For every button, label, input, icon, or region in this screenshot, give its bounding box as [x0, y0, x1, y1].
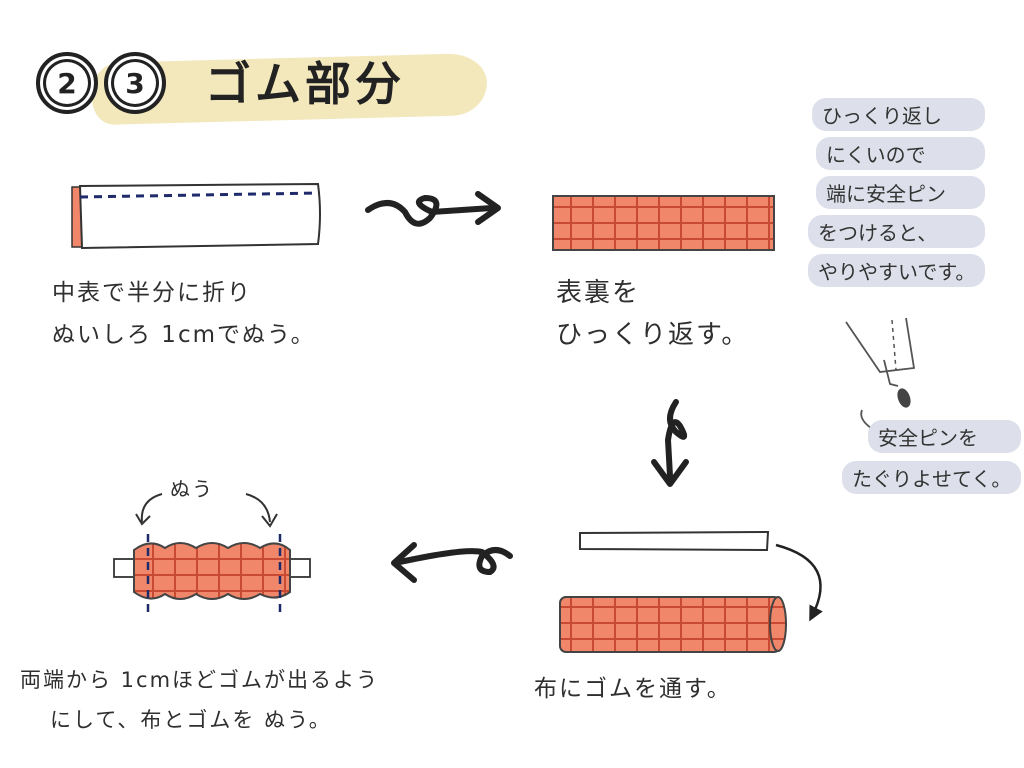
- pin-note: 安全ピンを たぐりよせてく。: [842, 420, 1022, 494]
- fabric-tube: [559, 596, 781, 653]
- loop-arrow-left: [397, 547, 513, 576]
- pin-note-line: 安全ピンを: [868, 420, 1022, 453]
- step-sew-caption: 両端から 1cmほどゴムが出るよう にして、布とゴムを ぬう。: [20, 668, 380, 732]
- sew-label: ぬう: [170, 477, 214, 501]
- safety-pin-illustration: [845, 317, 916, 431]
- pin-note-line: たぐりよせてく。: [842, 461, 1022, 494]
- page-title: ゴム部分: [205, 57, 405, 111]
- step-flip-caption: 表裏を ひっくり返す。: [556, 278, 750, 350]
- step-fold-caption: 中表で半分に折り ぬいしろ 1cmでぬう。: [52, 280, 316, 348]
- step-number-badge: 3: [104, 52, 166, 114]
- gathered-fabric: [113, 493, 311, 612]
- step-thread-caption: 布にゴムを通す。: [534, 676, 732, 702]
- step-number-badge: 2: [36, 52, 98, 114]
- tip-note: ひっくり返し にくいので 端に安全ピン をつけると、 やりやすいです。: [808, 98, 986, 287]
- tip-line: やりやすいです。: [808, 254, 986, 287]
- tip-line: にくいので: [816, 137, 986, 170]
- elastic-band: [579, 530, 770, 552]
- insert-arrow: [775, 543, 823, 622]
- tip-line: ひっくり返し: [812, 98, 986, 131]
- loop-arrow-down: [664, 399, 688, 479]
- flipped-fabric-strip: [552, 195, 775, 251]
- loop-arrow-right: [365, 194, 495, 227]
- tip-line: 端に安全ピン: [816, 176, 986, 209]
- tip-line: をつけると、: [808, 215, 986, 248]
- folded-fabric-strip: [71, 182, 321, 250]
- stitch-line: [79, 191, 319, 199]
